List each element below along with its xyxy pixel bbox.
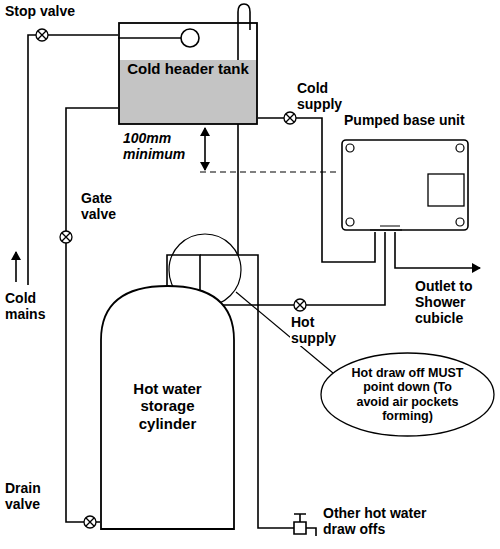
pipe-label: Cold supply xyxy=(296,80,346,112)
node-label: Hot draw off MUST point down (To avoid a… xyxy=(346,366,470,424)
pump-control-box xyxy=(428,174,464,206)
shower-outlet-pipe xyxy=(395,232,480,268)
level-line xyxy=(200,171,338,172)
pump-unit-outline xyxy=(340,112,470,232)
cold-mains-pipe xyxy=(28,35,118,285)
hot-supply-valve-symbol xyxy=(294,299,306,311)
cold-supply-valve-symbol xyxy=(284,112,296,124)
valve-label: Drain valve xyxy=(4,480,58,512)
pump-body xyxy=(342,140,468,230)
pump-unit: Pumped base unit xyxy=(340,112,470,232)
valve-label: Stop valve xyxy=(4,3,106,19)
outlet-label: Outlet to Shower cubicle xyxy=(414,278,500,326)
vent-pipe xyxy=(238,4,250,255)
storage-cylinder: Hot water storage cylinder xyxy=(100,285,235,530)
pipe-label: Hot supply xyxy=(290,314,340,346)
drain-valve-symbol xyxy=(84,516,96,528)
cylinder-body xyxy=(101,286,234,529)
draw-off-label: Other hot water draw offs xyxy=(322,505,454,537)
float-ball xyxy=(181,29,199,47)
mounting-screw xyxy=(346,144,354,152)
mounting-screw xyxy=(346,218,354,226)
unit-heading: Pumped base unit xyxy=(340,112,470,128)
tap-symbol xyxy=(294,522,316,536)
pump-port-plate xyxy=(370,226,402,230)
pipe-label: Gate valve xyxy=(80,190,128,222)
mounting-screw xyxy=(456,144,464,152)
tank-wall xyxy=(119,23,257,124)
tap-handle xyxy=(294,514,306,522)
callout-outline xyxy=(321,353,494,436)
node-label: Hot water storage cylinder xyxy=(120,380,215,432)
callout-ellipse: Hot draw off MUST point down (To avoid a… xyxy=(320,352,495,437)
gate-valve-symbol xyxy=(60,231,72,243)
float-arm xyxy=(118,37,181,39)
mounting-screw xyxy=(456,218,464,226)
dimension-label: 100mm minimum xyxy=(122,130,196,162)
node-label: Cold header tank xyxy=(122,60,254,77)
water-fill xyxy=(119,60,257,124)
dimension-arrow xyxy=(204,128,206,170)
flow-arrow xyxy=(15,252,17,282)
supply-label: Cold mains xyxy=(4,290,56,322)
header-tank: Cold header tank xyxy=(118,22,258,125)
stop-valve-symbol xyxy=(36,29,48,41)
